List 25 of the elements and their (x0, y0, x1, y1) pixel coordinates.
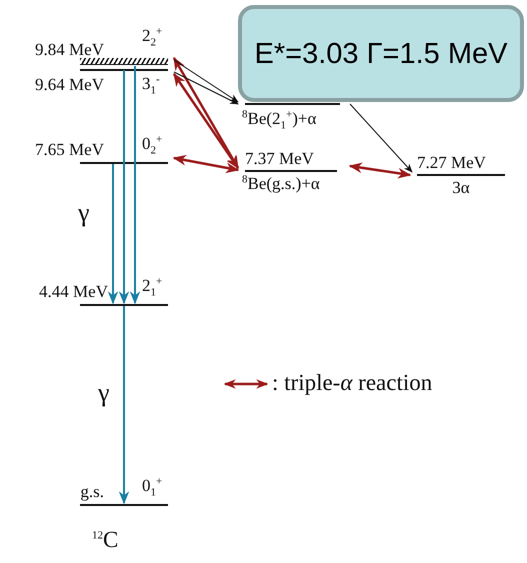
arrow (118, 306, 130, 504)
arrow (350, 104, 413, 173)
double-arrow (172, 154, 240, 174)
energy-label: g.s. (79, 482, 104, 502)
energy-label: 7.27 MeV (417, 153, 487, 173)
state-label: $^{8}$Be(g.s.)+α (242, 174, 321, 194)
legend-text: : triple-α reaction (272, 369, 432, 396)
state-label: 3α (451, 178, 471, 198)
double-arrow (348, 162, 412, 179)
state-label: $^{8}$Be(2$_{1}$$^{+}$)+α (242, 109, 318, 129)
arrow (174, 60, 239, 102)
callout-box (238, 5, 524, 102)
callout-text: E*=3.03 Γ=1.5 MeV (254, 37, 508, 71)
energy-label: 9.84 MeV (34, 40, 104, 60)
energy-label: 4.44 MeV (38, 282, 108, 302)
arrow (108, 164, 118, 304)
arrow (174, 72, 239, 104)
arrow (118, 70, 130, 304)
nucleus-label: $^{12}$C (92, 526, 120, 553)
energy-label: 7.37 MeV (245, 149, 315, 169)
energy-label: 7.65 MeV (34, 140, 104, 160)
gamma-label: γ (98, 378, 110, 408)
arrow (130, 66, 140, 304)
energy-label: 9.64 MeV (34, 75, 104, 95)
gamma-label: γ (78, 198, 90, 228)
